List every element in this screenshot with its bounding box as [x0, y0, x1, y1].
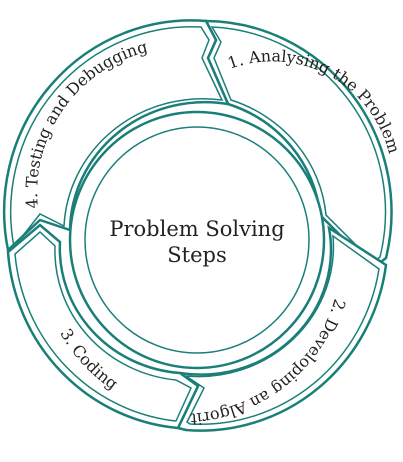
- segment-arrow-outer-3: [6, 223, 200, 430]
- segment-arrow-inner-2: [185, 234, 380, 426]
- center-inner-ring: [84, 126, 310, 354]
- segment-arrow-inner-3: [14, 230, 192, 422]
- segment-arrow-outer-4: [2, 19, 231, 253]
- center-label-line1: Problem Solving: [109, 217, 284, 241]
- center-label-line2: Steps: [167, 243, 226, 267]
- center-hub: Problem Solving Steps: [68, 110, 326, 370]
- segment-arrow-outer-1: [203, 19, 393, 270]
- segment-arrow-inner-1: [210, 26, 387, 263]
- segment-arrow-inner-4: [9, 26, 224, 249]
